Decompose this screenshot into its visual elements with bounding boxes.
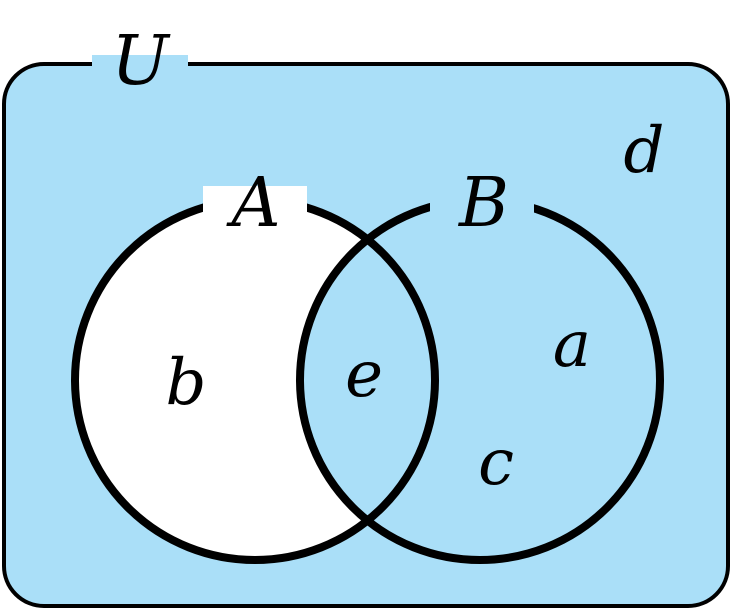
element-e: e — [345, 338, 383, 412]
set-a-label: A — [225, 164, 280, 243]
set-b-label-gap — [430, 186, 534, 226]
element-d: d — [624, 114, 665, 188]
element-b: b — [166, 346, 207, 420]
set-a-label-gap — [203, 186, 307, 226]
element-a: a — [553, 308, 591, 382]
universe-label-gap — [92, 55, 188, 73]
set-b-label: B — [457, 164, 509, 243]
universe-label: U — [111, 22, 171, 101]
intersection-fill — [300, 200, 435, 560]
element-c: c — [478, 426, 514, 500]
